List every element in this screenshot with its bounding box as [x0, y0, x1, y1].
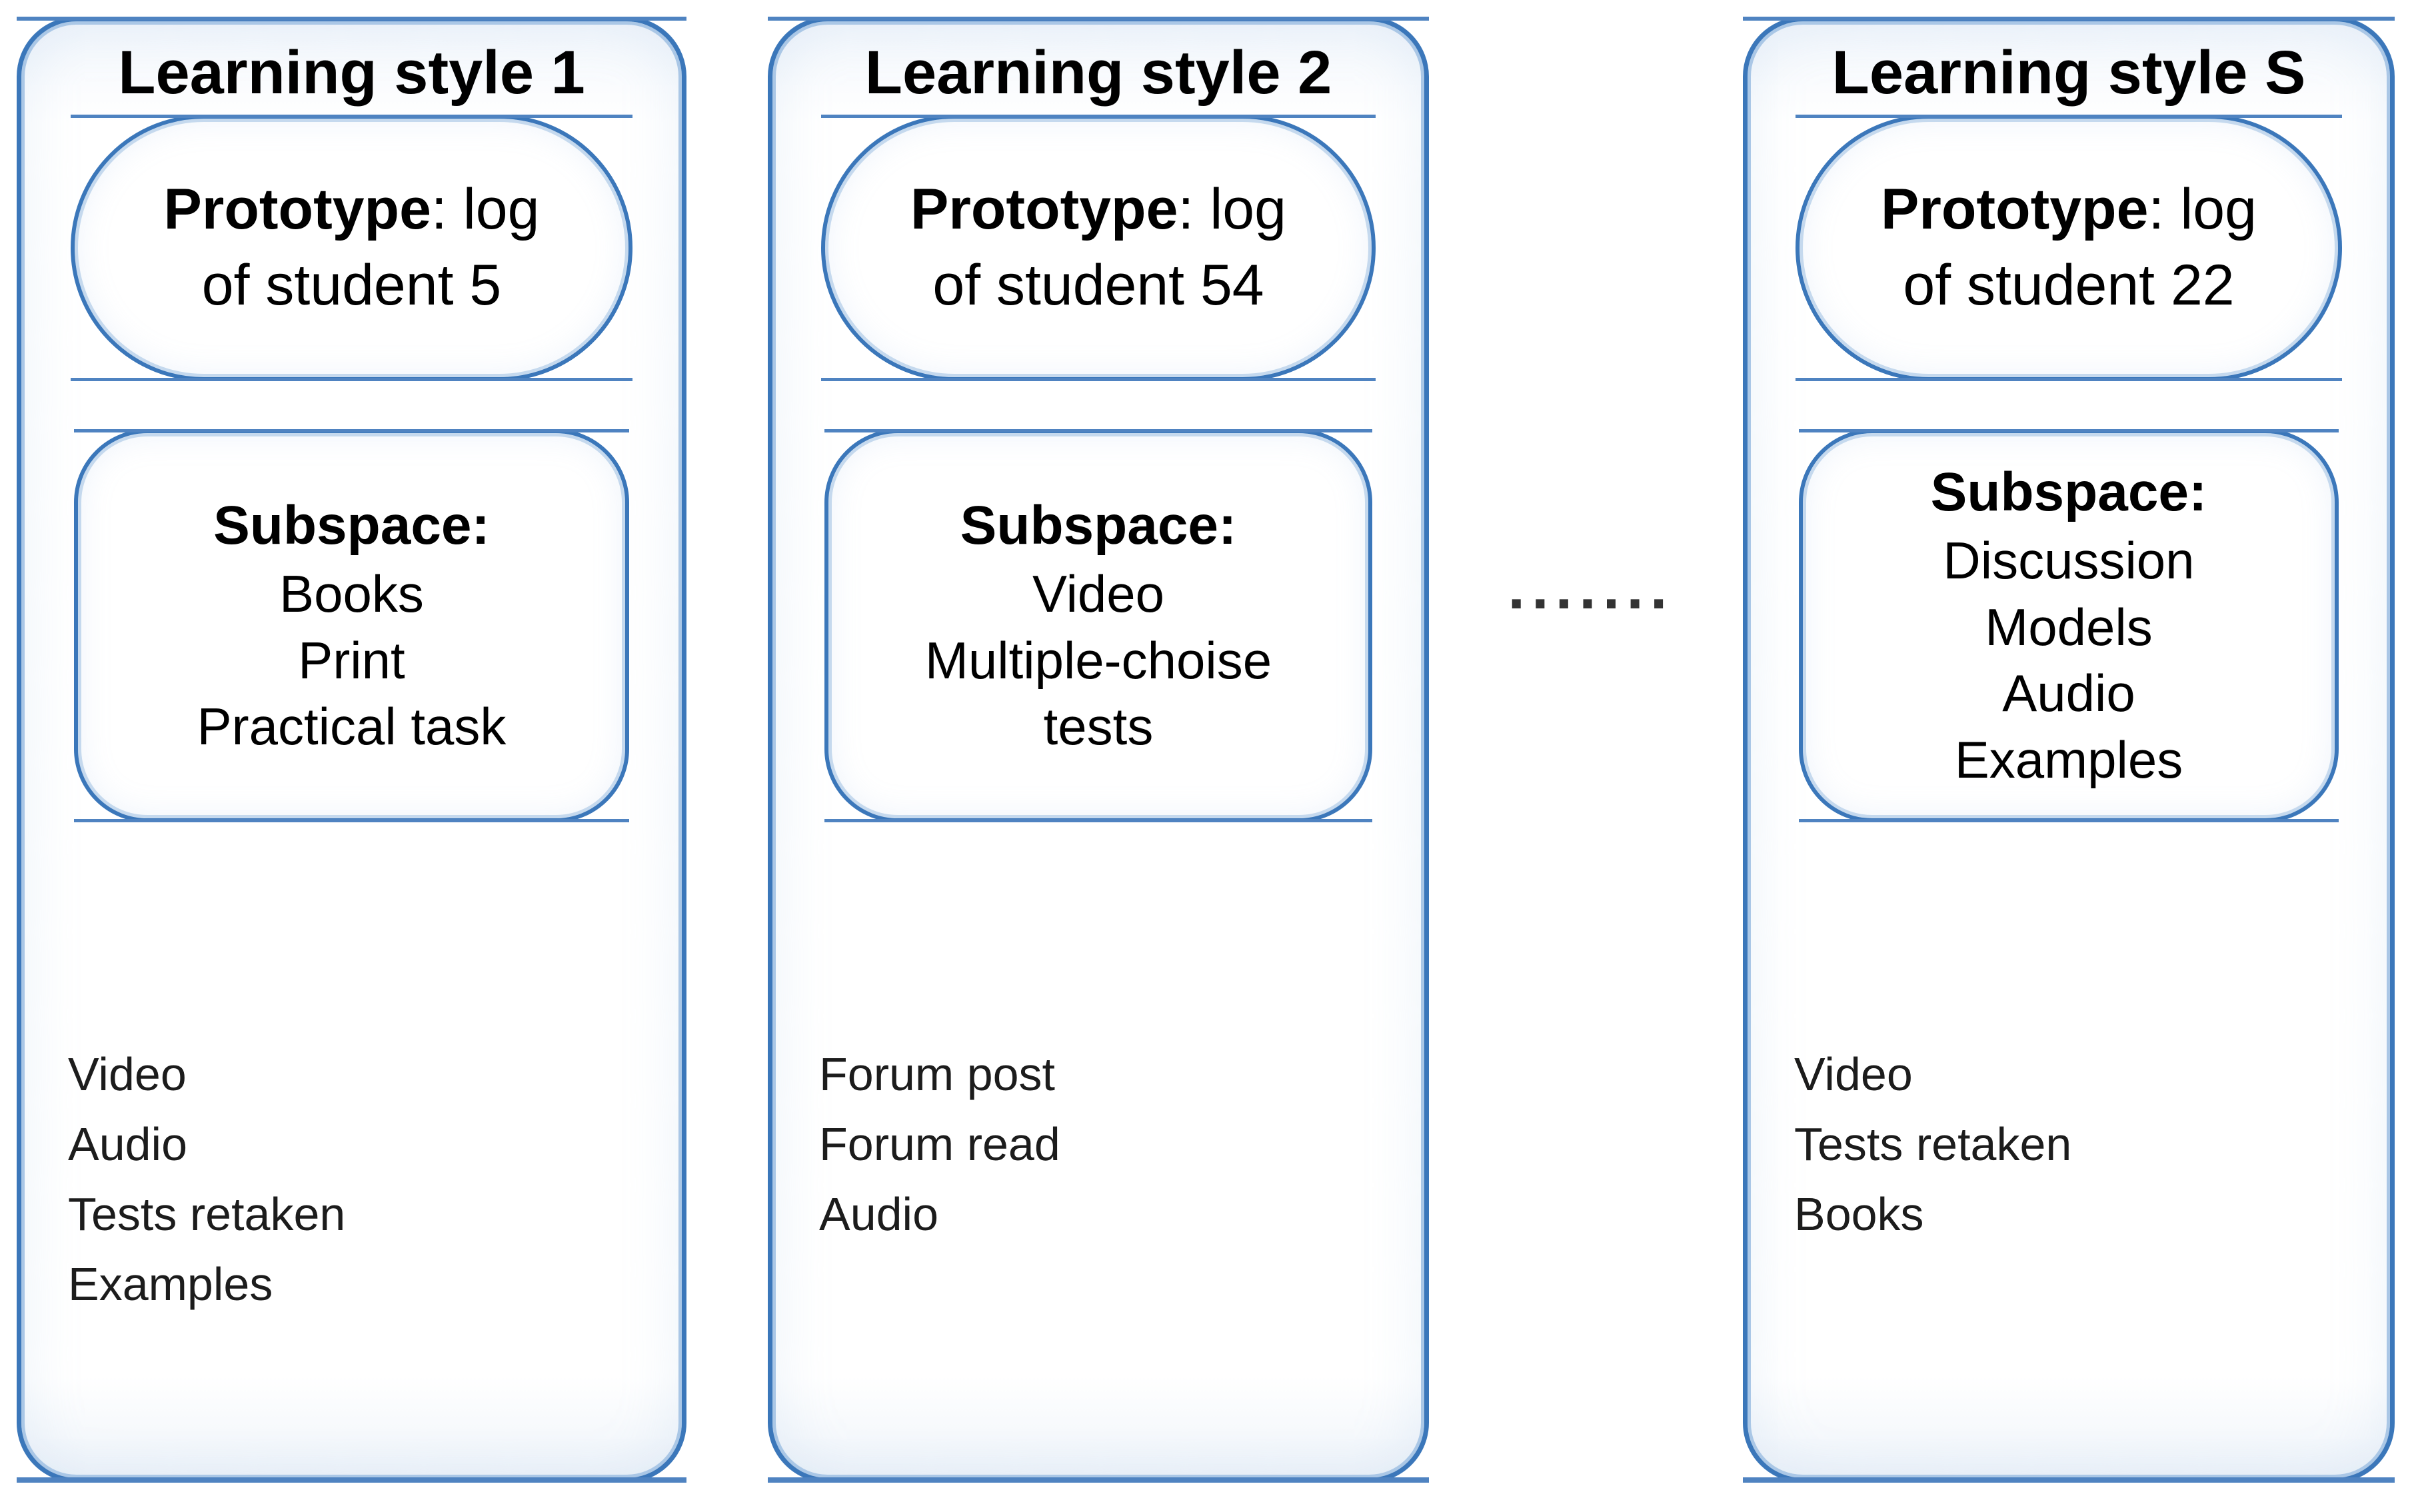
prototype-ellipse: Prototype: log of student 54	[821, 115, 1376, 381]
learning-style-panel-2: Learning style 2 Prototype: log of stude…	[768, 17, 1429, 1483]
prototype-ellipse: Prototype: log of student 5	[71, 115, 633, 381]
activity-item: Forum post	[819, 1048, 1055, 1100]
subspace-item: Multiple-choise tests	[924, 630, 1272, 756]
subspace-item: Practical task	[197, 697, 507, 756]
subspace-item: Discussion	[1943, 530, 2195, 590]
prototype-label: Prototype	[163, 177, 431, 242]
panel-title: Learning style 2	[864, 39, 1332, 107]
prototype-heading: Prototype: log	[1881, 172, 2257, 248]
prototype-ellipse: Prototype: log of student 22	[1796, 115, 2343, 381]
activity-item: Books	[1794, 1188, 1924, 1240]
learning-style-panel-1: Learning style 1 Prototype: log of stude…	[17, 17, 686, 1483]
prototype-label: Prototype	[910, 177, 1178, 242]
activity-item: Examples	[68, 1258, 273, 1310]
learning-style-panel-s: Learning style S Prototype: log of stude…	[1743, 17, 2395, 1483]
subspace-item: Models	[1985, 597, 2153, 656]
subspace-item: Books	[279, 564, 424, 623]
activity-item: Tests retaken	[1794, 1118, 2072, 1170]
subspace-item: Print	[298, 630, 405, 690]
subspace-item: Audio	[2002, 664, 2135, 723]
ellipsis-dots: .......	[1508, 554, 1674, 622]
prototype-subject: of student 5	[201, 253, 502, 317]
subspace-title: Subspace:	[213, 494, 490, 556]
prototype-subject: of student 22	[1903, 253, 2235, 317]
subspace-box: Subspace: Video Multiple-choise tests	[824, 429, 1372, 822]
prototype-label-rest: : log	[431, 177, 540, 242]
activity-item: Audio	[819, 1188, 939, 1240]
activity-item: Tests retaken	[68, 1188, 346, 1240]
activity-item: Forum read	[819, 1118, 1060, 1170]
activity-list: Forum post Forum read Audio	[819, 1040, 1398, 1249]
panel-title: Learning style S	[1831, 39, 2306, 107]
prototype-subject: of student 54	[932, 253, 1264, 317]
prototype-heading: Prototype: log	[164, 172, 540, 248]
activity-item: Video	[68, 1048, 187, 1100]
subspace-title: Subspace:	[1930, 461, 2207, 522]
prototype-label-rest: : log	[1178, 177, 1286, 242]
activity-item: Audio	[68, 1118, 188, 1170]
activity-list: Video Audio Tests retaken Examples	[68, 1040, 655, 1319]
prototype-heading: Prototype: log	[910, 172, 1286, 248]
subspace-box: Subspace: Discussion Models Audio Exampl…	[1799, 429, 2339, 822]
prototype-label: Prototype	[1881, 177, 2149, 242]
activity-list: Video Tests retaken Books	[1794, 1040, 2363, 1249]
subspace-item: Video	[1032, 564, 1165, 623]
subspace-title: Subspace:	[960, 494, 1237, 556]
activity-item: Video	[1794, 1048, 1913, 1100]
panel-title: Learning style 1	[118, 39, 585, 107]
subspace-item: Examples	[1954, 730, 2183, 790]
subspace-box: Subspace: Books Print Practical task	[74, 429, 630, 822]
prototype-label-rest: : log	[2148, 177, 2257, 242]
